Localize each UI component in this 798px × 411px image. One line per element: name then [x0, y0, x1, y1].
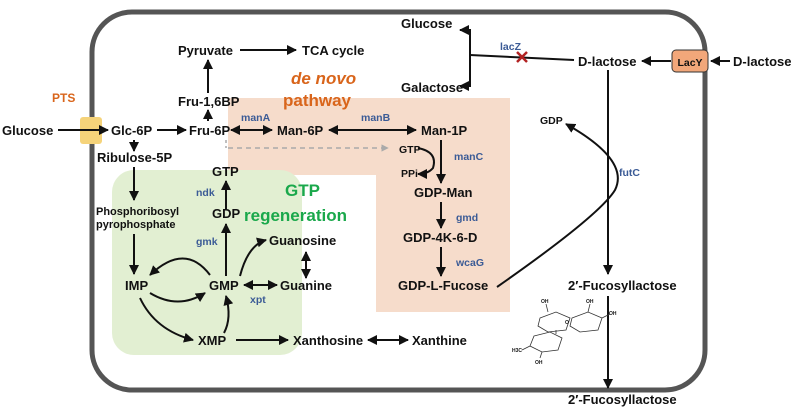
- denovo-region: [228, 98, 510, 312]
- lacy-label: LacY: [677, 57, 702, 69]
- enzyme-wcag: wcaG: [455, 257, 484, 269]
- ppi: PPi: [401, 168, 418, 180]
- pts-label: PTS: [52, 91, 75, 105]
- enzyme-manb: manB: [361, 112, 391, 124]
- galactose: Galactose: [401, 80, 463, 95]
- cell-membrane: [89, 9, 708, 393]
- ribulose5p: Ribulose-5P: [97, 150, 172, 165]
- fucosyllactose-internal: 2′-Fucosyllactose: [568, 278, 677, 293]
- gdp-man: GDP-Man: [414, 185, 473, 200]
- xanthosine: Xanthosine: [293, 333, 363, 348]
- gtp-cofactor: GTP: [399, 144, 421, 156]
- d-lactose-external: D-lactose: [733, 54, 792, 69]
- gtp-regeneration-region: [112, 170, 302, 355]
- fucosyllactose-structure-labels: OH OH OH O H3C OH: [512, 299, 617, 366]
- xanthine: Xanthine: [412, 333, 467, 348]
- d-lactose-internal: D-lactose: [578, 54, 637, 69]
- gtp: GTP: [212, 164, 239, 179]
- guanine: Guanine: [280, 278, 332, 293]
- svg-text:O: O: [565, 320, 569, 326]
- gdp: GDP: [212, 206, 241, 221]
- glc6p: Glc-6P: [111, 123, 153, 138]
- svg-text:OH: OH: [609, 311, 617, 317]
- enzyme-futc: futC: [619, 167, 640, 179]
- enzyme-manc: manC: [454, 151, 484, 163]
- imp: IMP: [125, 278, 148, 293]
- man1p: Man-1P: [421, 123, 468, 138]
- man6p: Man-6P: [277, 123, 324, 138]
- gdp-l-fucose: GDP-L-Fucose: [398, 278, 488, 293]
- enzyme-ndk: ndk: [196, 187, 215, 199]
- fucosyllactose-structure: [521, 303, 611, 359]
- guanosine: Guanosine: [269, 233, 336, 248]
- enzyme-gmd: gmd: [456, 212, 478, 224]
- pyruvate: Pyruvate: [178, 43, 233, 58]
- prpp-line2: pyrophosphate: [96, 219, 175, 231]
- fru16bp: Fru-1,6BP: [178, 94, 240, 109]
- enzyme-mana: manA: [241, 112, 271, 124]
- lacy-transporter: [671, 49, 709, 73]
- gdp-4k-6-d: GDP-4K-6-D: [403, 230, 477, 245]
- fucosyllactose-external: 2′-Fucosyllactose: [568, 392, 677, 407]
- gtp-regen-title-line1: GTP: [285, 181, 320, 200]
- lactose-arrows: [459, 25, 730, 389]
- svg-text:OH: OH: [535, 360, 543, 366]
- svg-text:H3C: H3C: [512, 348, 522, 354]
- prpp-line1: Phosphoribosyl: [96, 206, 179, 218]
- gtp-regeneration-arrows: [139, 180, 409, 345]
- glucose-internal: Glucose: [401, 16, 452, 31]
- gtp-regen-title-line2: regeneration: [244, 206, 347, 225]
- gmp: GMP: [209, 278, 239, 293]
- enzyme-gmk: gmk: [196, 236, 218, 248]
- denovo-title-line2: pathway: [283, 91, 352, 110]
- svg-text:OH: OH: [541, 299, 549, 305]
- xmp: XMP: [198, 333, 227, 348]
- gdp-released: GDP: [540, 115, 563, 127]
- tca-cycle: TCA cycle: [302, 43, 364, 58]
- enzyme-xpt: xpt: [250, 294, 266, 306]
- enzyme-lacz: lacZ: [500, 41, 522, 53]
- fru6p: Fru-6P: [189, 123, 231, 138]
- denovo-title-line1: de novo: [291, 69, 356, 88]
- reaction-arrows: [58, 45, 446, 277]
- glucose-external: Glucose: [2, 123, 53, 138]
- svg-text:OH: OH: [586, 299, 594, 305]
